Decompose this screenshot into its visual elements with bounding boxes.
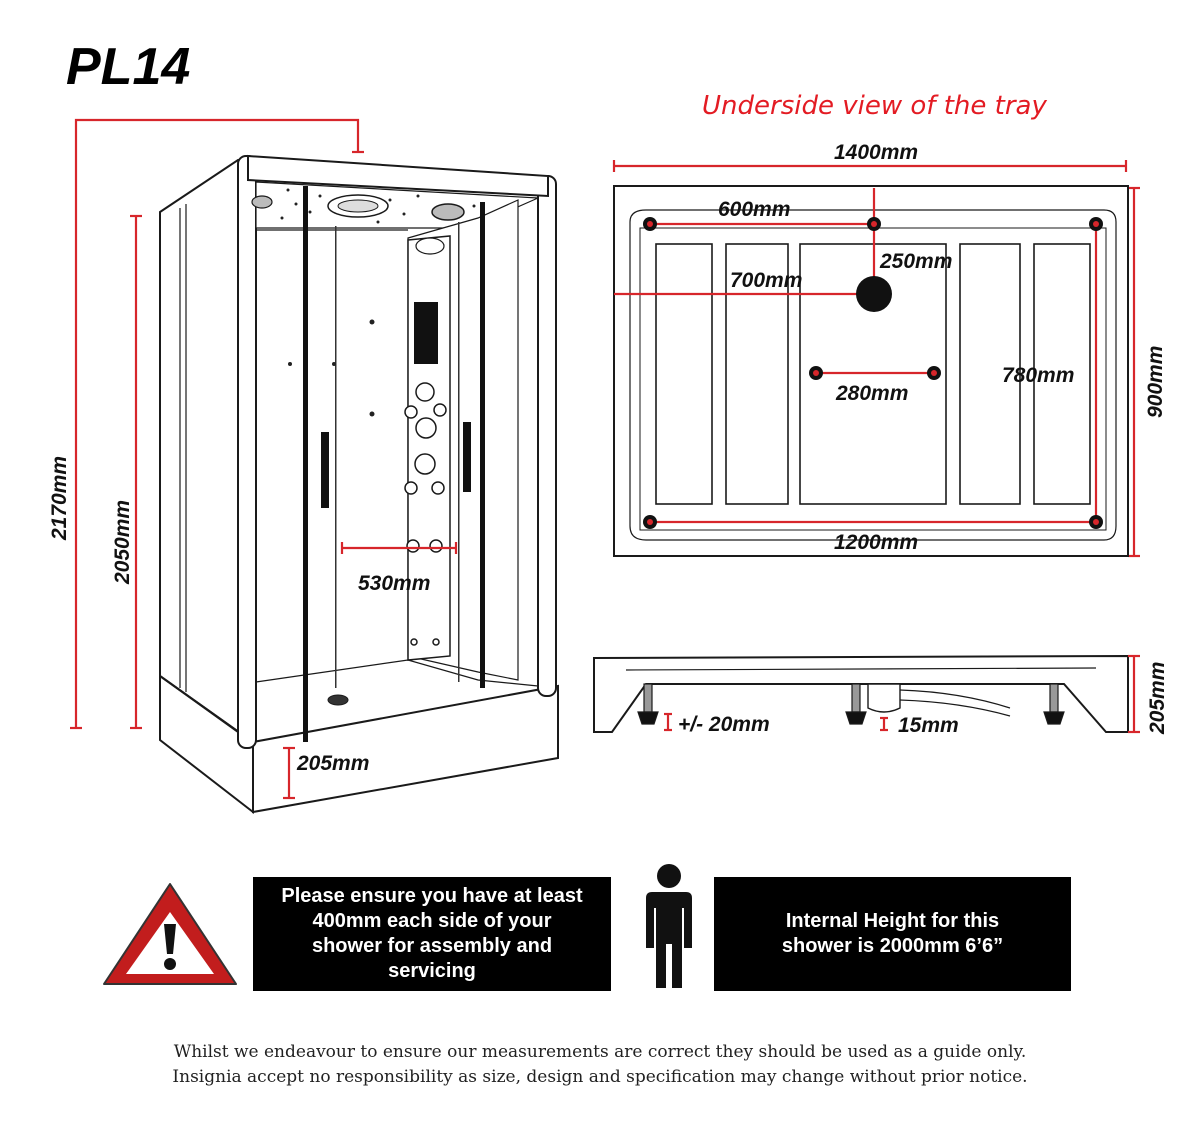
tray-side-drawing: +/- 20mm 15mm 205mm [593,654,1169,737]
cabin-height-label: 2050mm [111,500,134,585]
waste-outlet [856,276,892,312]
side-height-label: 205mm [1146,662,1169,735]
overall-height-label: 2170mm [48,456,71,541]
tray-caption: Underside view of the tray [702,91,1047,121]
tray-height-label: 205mm [296,752,369,775]
tray-feet [643,217,1103,529]
person-silhouette-icon [646,864,692,988]
warning-triangle-icon [103,883,237,985]
jet-spacing-label: 530mm [358,572,430,595]
model-title: PL14 [66,38,190,96]
feet-inner-label: 280mm [835,382,908,405]
waste-clearance-label: 15mm [898,714,959,737]
clearance-line-3: shower for assembly and [311,935,553,957]
clearance-line-1: Please ensure you have at least [281,885,583,907]
clearance-line-2: 400mm each side of your [312,910,552,932]
waste-offset-label: 250mm [879,250,952,273]
disclaimer-line-1: Whilst we endeavour to ensure our measur… [173,1042,1027,1062]
waste-from-end-label: 700mm [730,269,802,292]
feet-length-label: 1200mm [834,531,918,554]
leg-adjust-label: +/- 20mm [678,713,770,736]
tray-underside-drawing: 1400mm 900mm 600mm 250mm 700mm 280mm 780… [612,141,1167,558]
internal-height-line-2: shower is 2000mm 6’6” [781,935,1004,957]
clearance-line-4: servicing [388,960,476,982]
tray-width-label: 900mm [1144,346,1167,418]
internal-height-notice: Internal Height for this shower is 2000m… [714,877,1071,991]
waste-from-side-label: 600mm [718,198,790,221]
internal-height-line-1: Internal Height for this [785,910,1000,932]
tray-length-label: 1400mm [834,141,918,164]
overall-height-line [74,118,360,728]
shower-cabin-drawing: 2170mm 2050mm 530mm 205mm [48,118,559,815]
feet-width-label: 780mm [1002,364,1074,387]
disclaimer-line-2: Insignia accept no responsibility as siz… [172,1067,1028,1087]
clearance-notice: Please ensure you have at least 400mm ea… [253,877,611,991]
